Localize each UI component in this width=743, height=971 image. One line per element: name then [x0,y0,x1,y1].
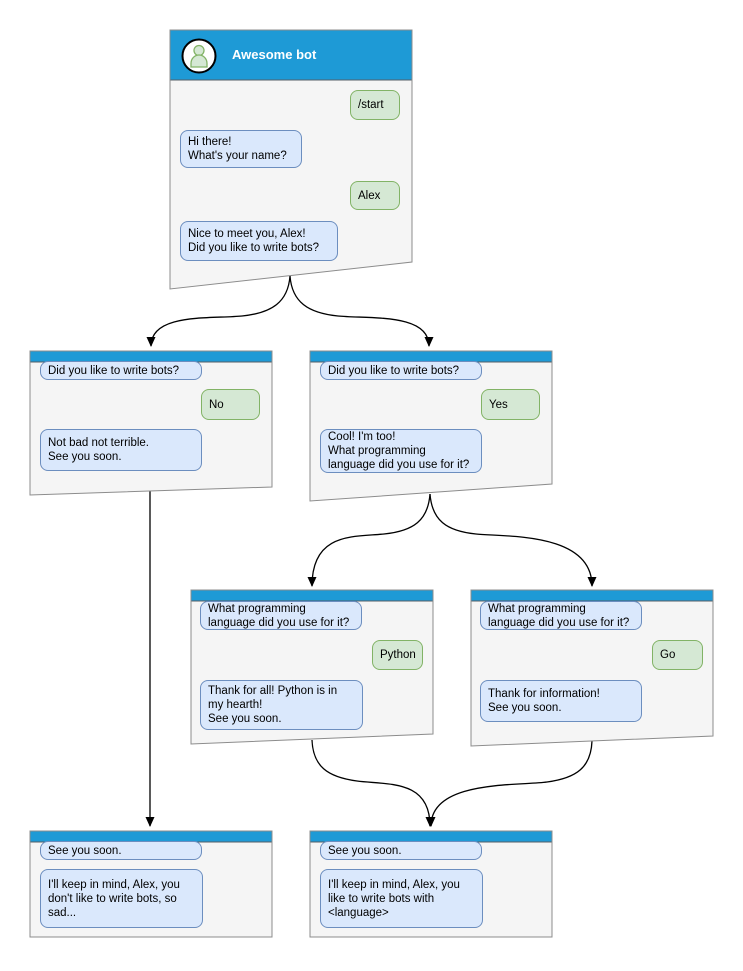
user-message-bubble: Alex [350,181,400,210]
window-header [310,831,552,842]
bot-avatar-icon [181,38,217,74]
bot-message-bubble: See you soon. [320,841,482,860]
bot-message-bubble: Did you like to write bots? [40,361,202,380]
connector-python-to-end [311,739,435,827]
user-message-bubble: Yes [481,389,540,420]
window-header [30,351,272,362]
window-header [191,590,433,601]
bot-message-bubble: Not bad not terrible. See you soon. [40,429,202,471]
user-message-bubble: /start [350,90,400,120]
bot-message-bubble: Thank for information! See you soon. [480,680,642,722]
bot-message-bubble: I'll keep in mind, Alex, you don't like … [40,869,203,928]
connector-yes-to-go [429,493,597,587]
bot-message-bubble: Hi there! What's your name? [180,130,302,168]
bot-message-bubble: What programming language did you use fo… [200,601,362,630]
connector-main-to-no [146,275,291,347]
bot-message-bubble: Thank for all! Python is in my hearth! S… [200,680,363,730]
window-header [310,351,552,362]
bot-message-bubble: See you soon. [40,841,202,860]
user-message-bubble: Go [652,640,703,670]
connector-main-to-yes [289,275,434,347]
connector-yes-to-python [307,493,431,587]
bot-message-bubble: Nice to meet you, Alex! Did you like to … [180,221,338,261]
bot-message-bubble: I'll keep in mind, Alex, you like to wri… [320,869,483,928]
bot-message-bubble: Cool! I'm too! What programming language… [320,429,482,473]
user-message-bubble: Python [372,640,423,670]
window-header [471,590,713,601]
connector-go-to-end [426,740,593,827]
bot-message-bubble: What programming language did you use fo… [480,601,642,630]
user-message-bubble: No [201,389,260,420]
bot-message-bubble: Did you like to write bots? [320,361,482,380]
window-header [30,831,272,842]
chat-window-title: Awesome bot [232,47,317,62]
